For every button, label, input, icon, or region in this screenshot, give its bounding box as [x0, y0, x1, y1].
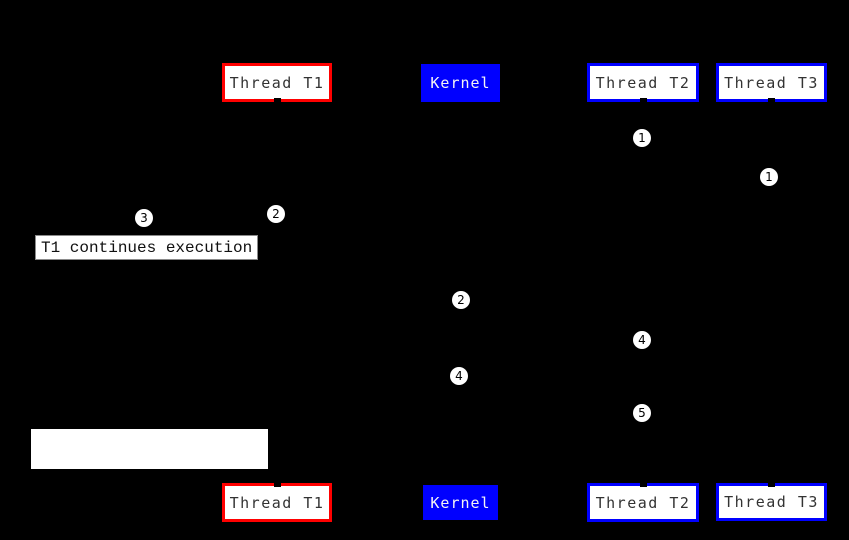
thread-t1-top-box: Thread T1	[222, 63, 332, 102]
step-marker-5: 5	[633, 404, 651, 422]
thread-t3-bottom-box: Thread T3	[716, 483, 827, 521]
step-marker-1: 1	[760, 168, 778, 186]
lifeline-stub-notch	[274, 481, 281, 487]
thread-t2-top-box: Thread T2	[587, 63, 699, 102]
step-number: 1	[765, 170, 773, 184]
thread-t3-label: Thread T3	[724, 73, 819, 92]
thread-t1-label: Thread T1	[229, 73, 325, 92]
thread-t1-bottom-box: Thread T1	[222, 483, 332, 522]
step-marker-4: 4	[450, 367, 468, 385]
annotation-text: T1 continues execution	[41, 238, 253, 257]
lifeline-stub-notch	[640, 481, 647, 487]
step-number: 1	[638, 131, 646, 145]
step-marker-3: 3	[135, 209, 153, 227]
thread-t3-top-box: Thread T3	[716, 63, 827, 102]
lifeline-stub-notch	[640, 98, 647, 104]
thread-t2-label: Thread T2	[595, 493, 691, 512]
step-marker-4: 4	[633, 331, 651, 349]
step-number: 5	[638, 406, 646, 420]
t1-continues-execution-label: T1 continues execution	[35, 235, 258, 260]
thread-t2-bottom-box: Thread T2	[587, 483, 699, 522]
thread-t2-label: Thread T2	[595, 73, 691, 92]
step-number: 3	[140, 211, 148, 225]
step-number: 2	[457, 293, 465, 307]
lifeline-stub-notch	[768, 481, 775, 487]
thread-t1-label: Thread T1	[229, 493, 325, 512]
kernel-top-box: Kernel	[421, 64, 500, 102]
step-marker-1: 1	[633, 129, 651, 147]
lifeline-stub-notch	[274, 98, 281, 104]
empty-label-box	[31, 429, 268, 469]
kernel-label: Kernel	[430, 493, 491, 512]
step-number: 4	[638, 333, 646, 347]
step-number: 4	[455, 369, 463, 383]
step-marker-2: 2	[452, 291, 470, 309]
kernel-bottom-box: Kernel	[423, 485, 498, 520]
kernel-label: Kernel	[430, 74, 491, 92]
step-number: 2	[272, 207, 280, 221]
thread-t3-label: Thread T3	[724, 493, 819, 511]
step-marker-2: 2	[267, 205, 285, 223]
lifeline-stub-notch	[768, 98, 775, 104]
